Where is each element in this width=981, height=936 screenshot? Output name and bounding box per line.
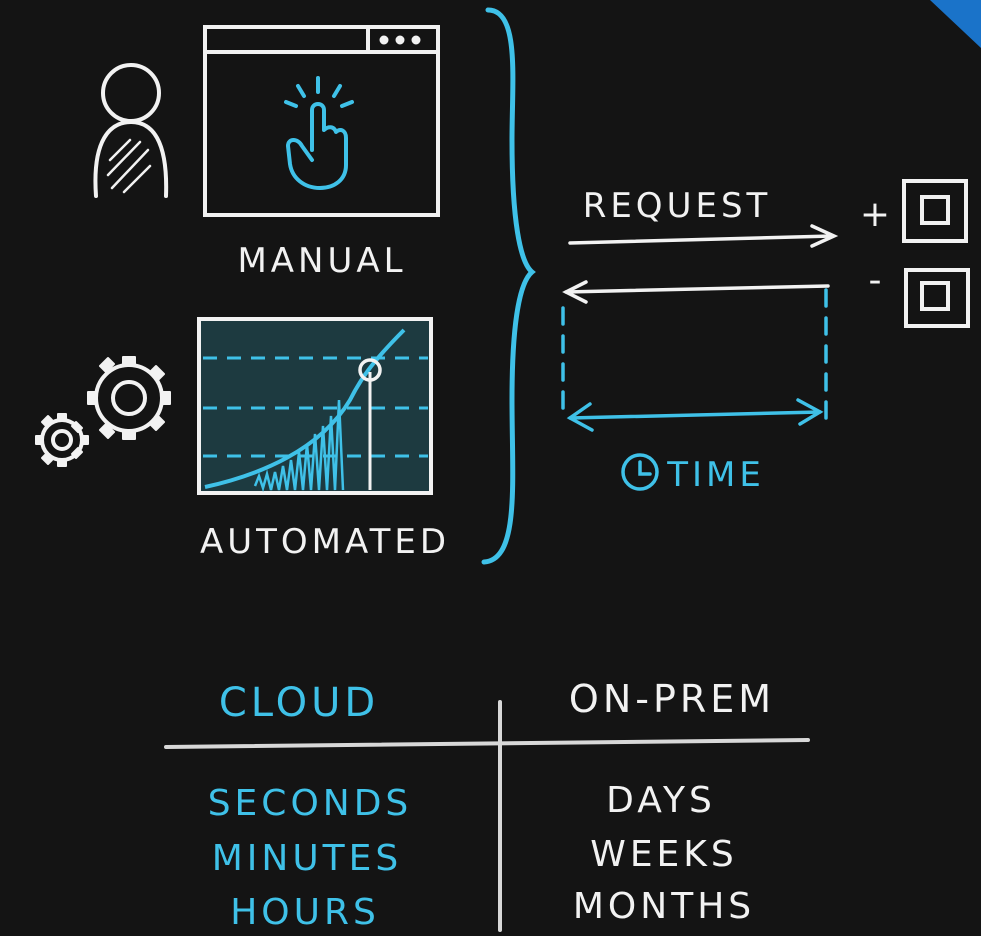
onprem-header: ON-PREM xyxy=(569,677,775,721)
time-span xyxy=(561,288,828,432)
person-icon xyxy=(93,63,169,198)
corner-accent xyxy=(930,0,981,48)
automated-label: AUTOMATED xyxy=(200,522,450,562)
gears-icon xyxy=(35,356,171,467)
response-arrow xyxy=(562,280,830,304)
request-arrow xyxy=(568,224,839,248)
time-label: TIME xyxy=(666,455,765,495)
request-label: REQUEST xyxy=(583,186,772,226)
server-remove-icon xyxy=(904,268,970,328)
onprem-row-2: WEEKS xyxy=(590,834,738,875)
cloud-row-2: MINUTES xyxy=(212,838,403,879)
cloud-row-1: SECONDS xyxy=(208,783,413,824)
onprem-row-1: DAYS xyxy=(606,780,716,821)
manual-label: MANUAL xyxy=(237,241,406,281)
comparison-table-lines xyxy=(164,700,810,932)
cloud-header: CLOUD xyxy=(219,680,379,726)
minus-label: - xyxy=(869,260,886,301)
plus-label: + xyxy=(860,194,894,235)
server-add-icon xyxy=(902,179,968,243)
automated-chart xyxy=(197,317,433,495)
clock-icon xyxy=(621,453,659,491)
cloud-row-3: HOURS xyxy=(230,892,380,933)
onprem-row-3: MONTHS xyxy=(573,886,755,927)
brace xyxy=(481,7,536,565)
tap-finger-icon xyxy=(284,76,354,190)
browser-window-icon xyxy=(203,25,440,217)
